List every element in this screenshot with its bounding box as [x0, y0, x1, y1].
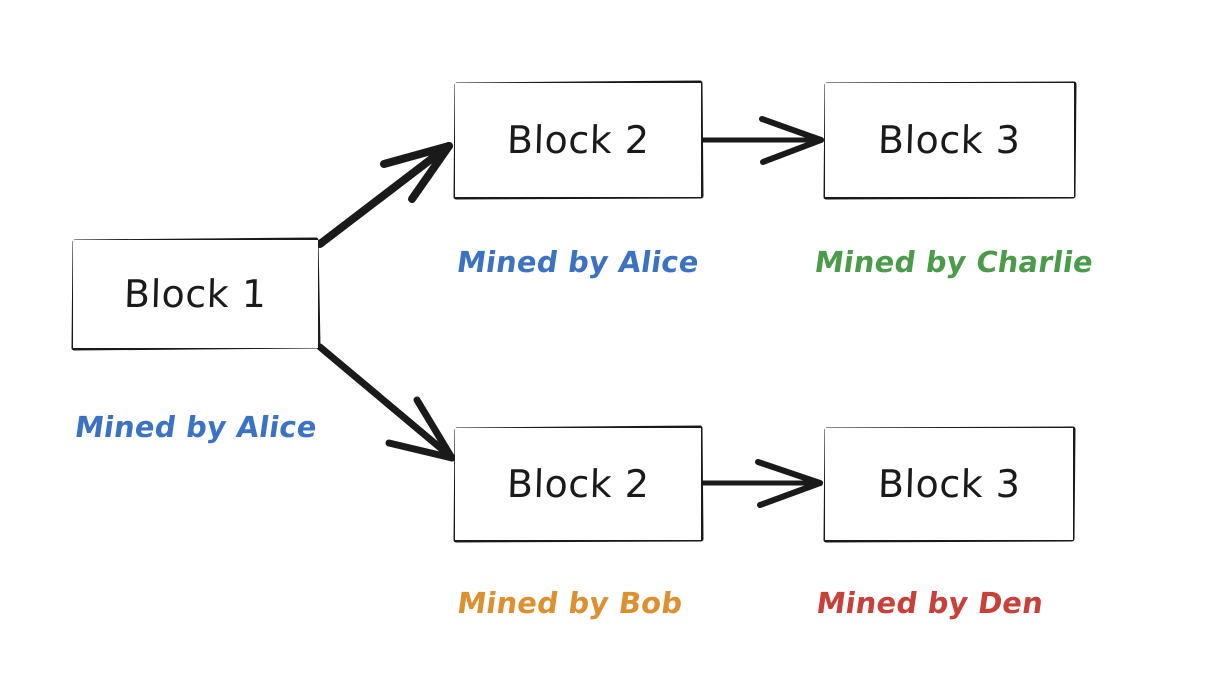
- block-1[interactable]: Block 1: [73, 240, 318, 348]
- miner-label-block-2-bottom: Mined by Bob: [368, 586, 773, 620]
- miner-label-block-1: Mined by Alice: [0, 410, 394, 444]
- miner-label-block-2-top-text: Mined by Alice: [454, 245, 702, 279]
- miner-label-block-2-top: Mined by Alice: [376, 245, 781, 279]
- miner-label-block-3-top-text: Mined by Charlie: [812, 245, 1096, 279]
- block-2-top[interactable]: Block 2: [455, 83, 701, 197]
- block-3-bottom-label: Block 3: [877, 462, 1021, 506]
- miner-label-block-2-bottom-text: Mined by Bob: [455, 586, 685, 620]
- miner-label-block-3-bottom: Mined by Den: [728, 586, 1133, 620]
- arrow-block1-to-block2-top: [316, 142, 453, 248]
- arrow-block2-to-block3-top: [699, 116, 824, 165]
- arrow-block1-to-block2-bottom: [316, 343, 456, 462]
- miner-label-block-3-bottom-text: Mined by Den: [814, 586, 1046, 620]
- block-2-bottom-label: Block 2: [506, 462, 650, 506]
- block-2-bottom[interactable]: Block 2: [455, 428, 701, 540]
- block-2-top-label: Block 2: [506, 118, 650, 162]
- block-3-top[interactable]: Block 3: [825, 83, 1074, 197]
- block-3-top-label: Block 3: [877, 118, 1022, 162]
- miner-label-block-1-text: Mined by Alice: [72, 410, 320, 444]
- block-1-label: Block 1: [123, 272, 268, 316]
- miner-label-block-3-top: Mined by Charlie: [732, 245, 1177, 279]
- arrow-block2-to-block3-bottom: [699, 459, 823, 508]
- block-3-bottom[interactable]: Block 3: [825, 428, 1073, 540]
